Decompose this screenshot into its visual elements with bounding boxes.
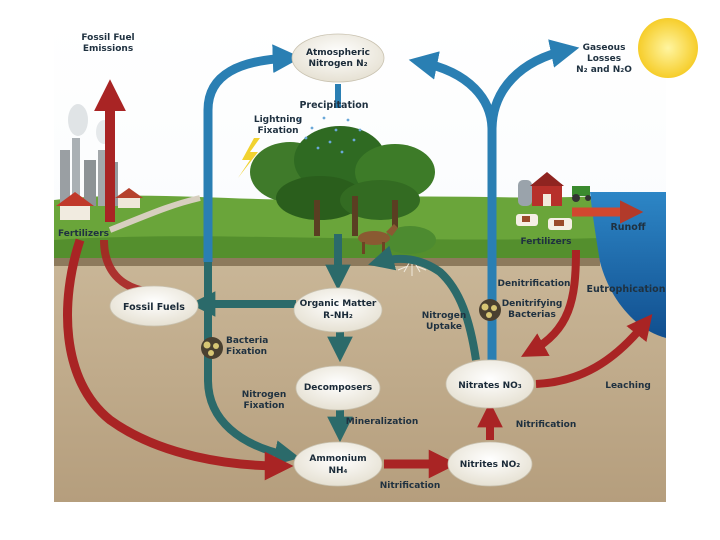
fixation-to-atmosphere-arrow <box>203 44 302 262</box>
ammonium-line1: Ammonium <box>309 454 366 464</box>
fossil-fuel-emissions-line2: Emissions <box>83 44 133 54</box>
sun-icon <box>638 18 698 78</box>
nitrification-bottom-label: Nitrification <box>380 481 441 491</box>
nitrates-node: Nitrates NO₃ <box>445 359 535 409</box>
lightning-fixation-line1: Lightning <box>254 115 302 125</box>
ammonium-line2: NH₄ <box>328 466 347 476</box>
atmospheric-nitrogen-line2: Nitrogen N₂ <box>308 59 367 69</box>
gaseous-losses-line1: Gaseous <box>583 43 626 53</box>
fertilizers-left-label: Fertilizers <box>58 229 109 239</box>
organic-matter-line2: R-NH₂ <box>323 311 353 321</box>
atmospheric-nitrogen-line1: Atmospheric <box>306 48 370 58</box>
leaching-arrow <box>535 314 653 388</box>
gaseous-to-atmosphere-arrow <box>408 51 497 131</box>
ammonium-node: Ammonium NH₄ <box>293 441 383 487</box>
nitrogen-fixation-line1: Nitrogen <box>242 390 287 400</box>
fossil-fuels-label: Fossil Fuels <box>123 302 185 313</box>
denitrifying-bacteria-line1: Denitrifying <box>502 299 563 309</box>
lightning-fixation-line2: Fixation <box>257 126 298 136</box>
denitrification-label: Denitrification <box>498 279 571 289</box>
trees-icon <box>250 126 436 254</box>
atmospheric-nitrogen-node: Atmospheric Nitrogen N₂ <box>291 33 385 83</box>
nitrogen-fixation-arrow <box>204 262 301 466</box>
nitrates-label: Nitrates NO₃ <box>458 381 522 391</box>
fossil-fuels-node: Fossil Fuels <box>109 285 199 327</box>
fertilizers-to-ammonium-arrow <box>63 238 294 481</box>
precipitation-label: Precipitation <box>299 100 368 111</box>
farm-icon <box>518 172 591 206</box>
cows-icon <box>516 214 572 230</box>
soil-edge <box>54 258 600 266</box>
gaseous-losses-line3: N₂ and N₂O <box>576 65 632 75</box>
denitrifying-bacteria-line2: Bacterias <box>508 310 556 320</box>
nitrites-label: Nitrites NO₂ <box>460 460 521 470</box>
organic-matter-node: Organic Matter R-NH₂ <box>293 287 383 333</box>
bacteria-fixation-line2: Fixation <box>226 347 267 357</box>
bacteria-fixation-line1: Bacteria <box>226 336 268 346</box>
denitrifying-bacteria-icon <box>479 299 501 321</box>
lightning-icon <box>238 138 260 178</box>
nitrogen-uptake-line1: Nitrogen <box>422 311 467 321</box>
fossil-fuel-emissions-line1: Fossil Fuel <box>81 33 134 43</box>
fertilizers-to-nitrates-arrow <box>521 249 580 357</box>
runoff-label: Runoff <box>610 222 645 233</box>
fertilizers-right-label: Fertilizers <box>520 237 571 247</box>
eutrophication-label: Eutrophication <box>587 284 666 295</box>
rain-icon <box>298 116 362 154</box>
grass-shade <box>54 236 600 262</box>
water-body <box>590 192 666 338</box>
nitrogen-fixation-line2: Fixation <box>243 401 284 411</box>
decomposers-label: Decomposers <box>304 383 372 393</box>
gaseous-losses-line2: Losses <box>587 54 621 64</box>
nitrites-node: Nitrites NO₂ <box>447 441 533 487</box>
road <box>108 195 201 233</box>
nitrogen-uptake-arrow <box>368 245 480 361</box>
leaching-label: Leaching <box>605 381 651 391</box>
nitrification-right-label: Nitrification <box>516 420 577 430</box>
house-icon <box>56 188 143 220</box>
decomposers-node: Decomposers <box>295 365 381 411</box>
mineralization-label: Mineralization <box>346 417 419 427</box>
bacteria-fixation-icon <box>201 337 223 359</box>
nitrogen-uptake-line2: Uptake <box>426 322 462 332</box>
organic-matter-line1: Organic Matter <box>300 299 377 309</box>
